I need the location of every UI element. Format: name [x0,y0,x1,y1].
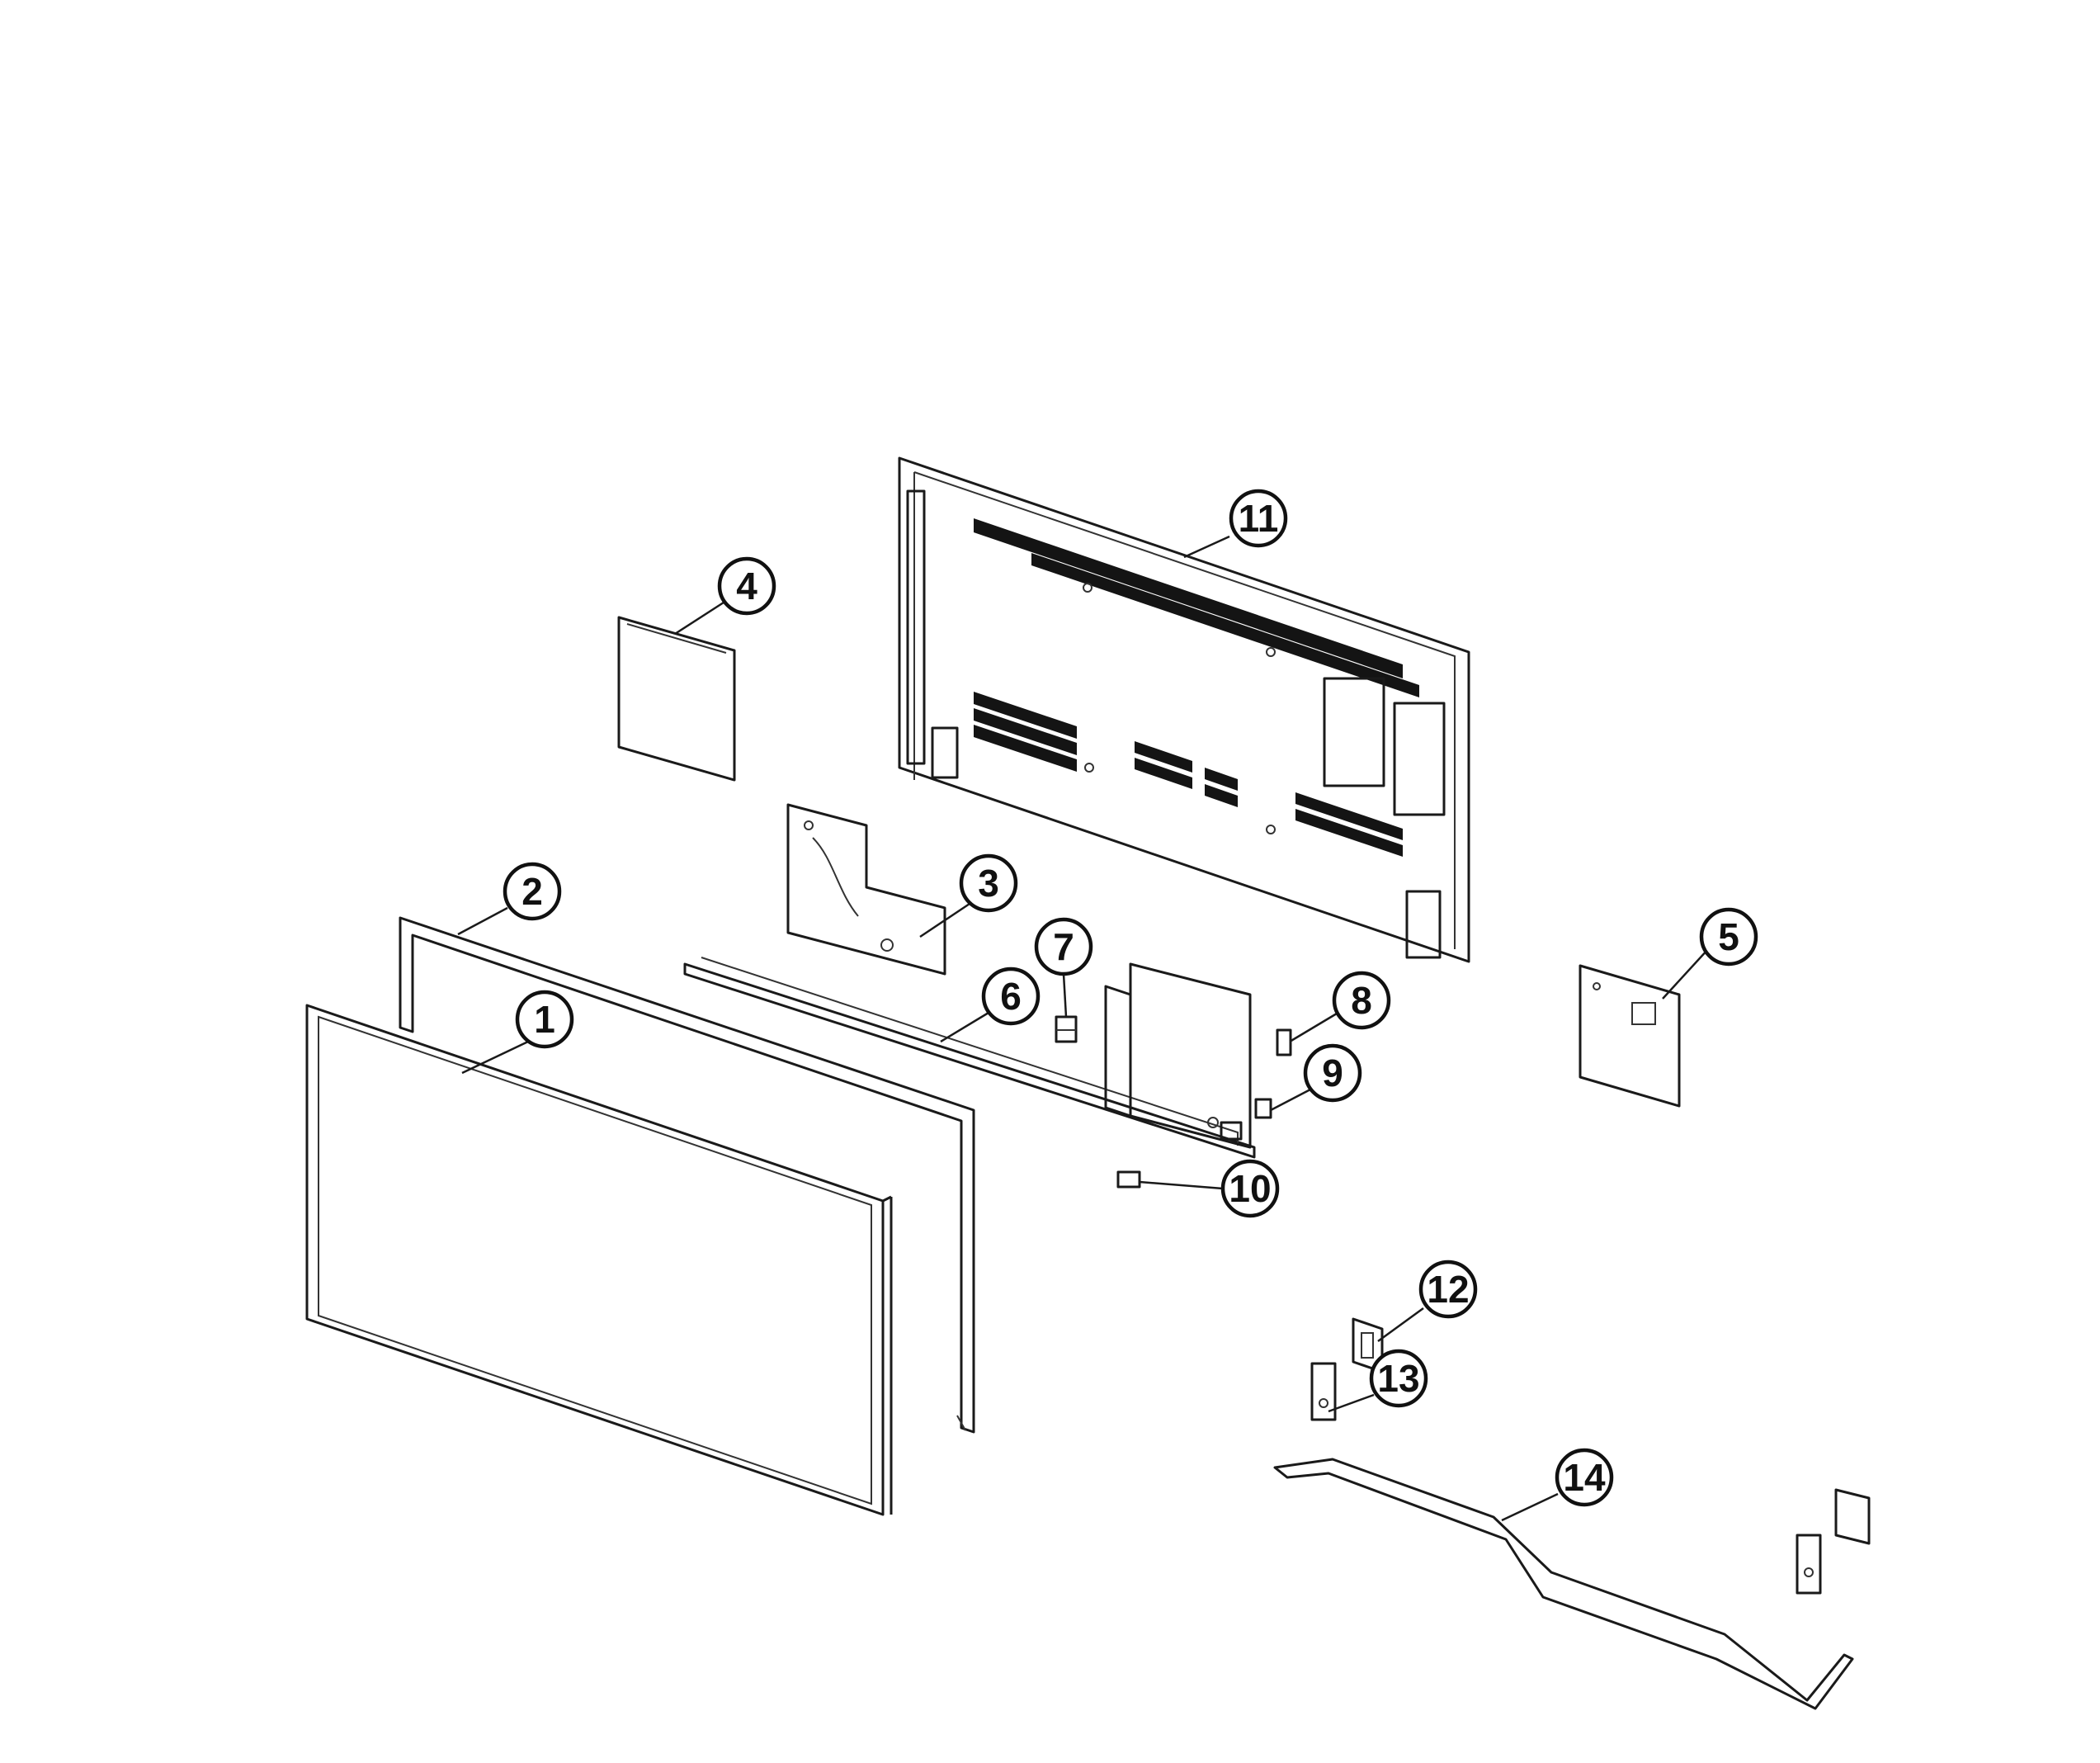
leader-2 [457,906,508,936]
stand-foot-part [1310,1362,1337,1421]
callout-2-label: 2 [521,870,543,913]
leader-12 [1377,1307,1424,1343]
callout-9: 9 [1303,1043,1362,1103]
panel-part [305,1004,893,1516]
callout-6: 6 [981,967,1041,1026]
callout-3-label: 3 [978,862,999,905]
leader-14 [1501,1492,1559,1522]
leader-13 [1328,1393,1375,1413]
leader-6 [940,1011,989,1043]
rear-cover-part [898,456,1470,963]
callout-14-label: 14 [1563,1456,1606,1499]
callout-7-label: 7 [1053,925,1074,968]
leader-3 [919,902,970,938]
leader-4 [674,599,727,636]
leader-1 [461,1040,529,1075]
callout-9-label: 9 [1322,1052,1343,1094]
callout-3: 3 [959,853,1018,913]
leader-lines [457,535,1709,1522]
clip-10-part [1116,1170,1141,1189]
stand-base-part [1273,1458,1871,1710]
leader-5 [1662,948,1709,1000]
clip-9-part [1254,1098,1272,1119]
callout-8-label: 8 [1351,979,1372,1022]
board-3-part [786,803,946,976]
callout-12: 12 [1418,1260,1478,1319]
callout-4-label: 4 [736,565,757,607]
clip-7-part [1055,1015,1078,1043]
leader-11 [1183,535,1230,559]
callout-5: 5 [1699,907,1758,967]
callout-11-label: 11 [1239,497,1279,540]
callout-1: 1 [515,990,574,1049]
callout-2: 2 [503,862,562,921]
board-center-part [1104,962,1252,1149]
callout-12-label: 12 [1427,1268,1469,1311]
bracket-rail-part [683,957,1256,1159]
board-4-part [617,616,736,782]
middle-frame-part [399,916,975,1434]
callout-7: 7 [1034,917,1093,976]
callout-1-label: 1 [534,998,555,1041]
callout-5-label: 5 [1718,915,1739,958]
board-5-part [1579,964,1681,1108]
callout-13-label: 13 [1377,1357,1419,1400]
leader-10 [1139,1180,1224,1190]
leader-8 [1289,1009,1342,1043]
callout-10: 10 [1220,1159,1280,1218]
callout-4: 4 [717,556,776,616]
callout-6-label: 6 [1000,975,1022,1018]
callout-14: 14 [1555,1448,1614,1507]
callout-10-label: 10 [1229,1167,1271,1210]
callout-11: 11 [1229,489,1288,548]
callout-8: 8 [1332,971,1391,1030]
leader-7 [1062,973,1068,1018]
clip-8-part [1276,1028,1292,1056]
callout-13: 13 [1369,1349,1428,1408]
leader-9 [1270,1088,1311,1112]
